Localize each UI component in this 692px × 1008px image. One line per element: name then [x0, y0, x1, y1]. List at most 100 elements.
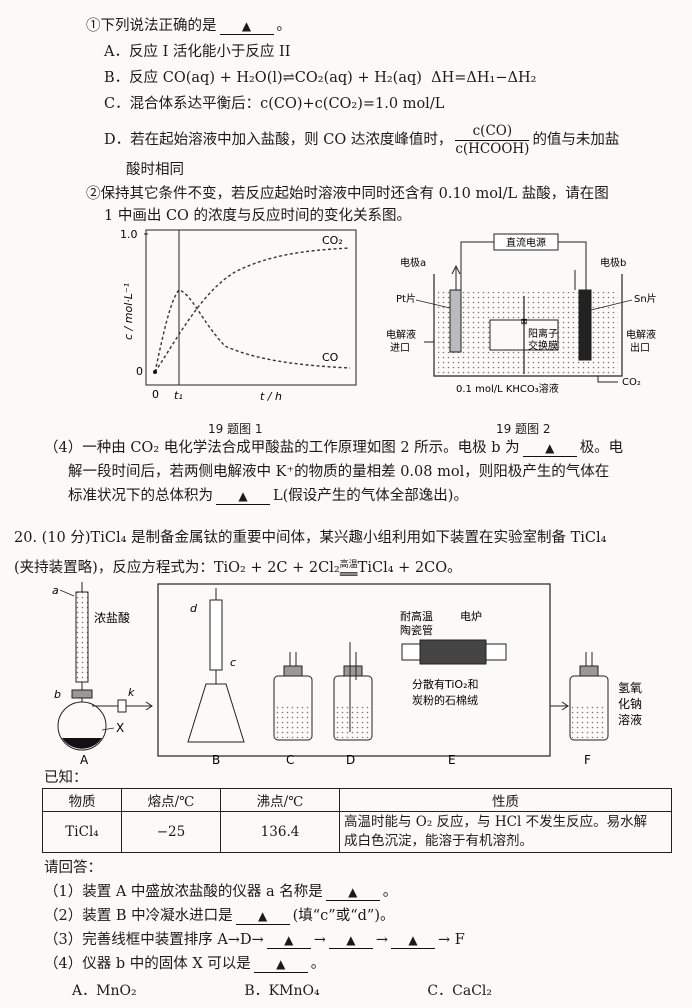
table-header-row: 物质 熔点/℃ 沸点/℃ 性质 [42, 788, 672, 812]
header-property: 性质 [339, 788, 672, 812]
tube-label-2: 陶瓷管 [400, 623, 433, 637]
label-A: A [80, 753, 89, 767]
option-d-cont: 酸时相同 [126, 162, 184, 178]
label-co2: CO₂ [322, 234, 343, 247]
dashed-frame [157, 583, 551, 757]
answer-blank[interactable]: ▲ [522, 440, 577, 457]
co2-inlet-pipe [597, 376, 618, 383]
co2-curve [154, 247, 351, 373]
part4-line3: 标准状况下的总体积为▲L(假设产生的气体全部逸出)。 [68, 488, 468, 505]
q20-line1: 20. (10 分)TiCl₄ 是制备金属钛的重要中间体，某兴趣小组利用如下装置… [14, 530, 607, 546]
figure-2-electrolysis-cell: 直流电源 ⊠ 电极a 电极b Pt片 Sn片 电解液 进口 电解液 出口 阳离子… [386, 233, 657, 395]
cell-melting: −25 [121, 811, 221, 853]
ytick-top: 1.0 [120, 228, 138, 241]
outlet-label-1: 电解液 [626, 328, 656, 341]
outlet-label-2: 出口 [630, 341, 650, 354]
table-row: TiCl₄ −25 136.4 高温时能与 O₂ 反应，与 HCl 不发生反应。… [42, 811, 672, 853]
label-B: B [212, 753, 220, 767]
naoh-label-1: 氢氧 [618, 680, 642, 695]
option-c: C．混合体系达平衡后：c(CO)+c(CO₂)=1.0 mol/L [104, 96, 445, 112]
answer-blank[interactable]: ▲ [253, 956, 308, 973]
sn-electrode [578, 289, 592, 361]
apparatus-diagram: a 浓盐酸 b k X A d c B C D 耐高温 陶瓷管 电炉 分散有Ti… [52, 582, 642, 767]
solution-label: 0.1 mol/L KHCO₃溶液 [456, 382, 559, 395]
header-substance: 物质 [42, 788, 122, 812]
electrode-b-label: 电极b [600, 256, 626, 269]
xtick-t1: t₁ [174, 389, 183, 402]
inlet-label-1: 电解液 [386, 328, 416, 341]
label-C: C [286, 753, 294, 767]
sub2-line1: ②保持其它条件不变，若反应起始时溶液中同时还含有 0.10 mol/L 盐酸，请… [86, 186, 609, 202]
wool-label-2: 炭粉的石棉绒 [412, 693, 478, 707]
label-d: d [190, 602, 198, 615]
option-a: A．反应 I 活化能小于反应 II [104, 44, 291, 60]
label-x: X [116, 721, 124, 735]
electrode-a-label: 电极a [400, 256, 426, 269]
figure-2-caption: 19 题图 2 [496, 422, 551, 436]
figure-1-graph: CO₂ CO 1.0 0 0 t₁ t / h c / mol·L⁻¹ [120, 228, 357, 403]
label-E: E [448, 753, 456, 767]
ytick-zero: 0 [136, 365, 143, 378]
co2-label: CO₂ [622, 377, 641, 388]
label-D: D [346, 753, 355, 767]
pt-label: Pt片 [396, 292, 416, 305]
x-axis-label: t / h [260, 390, 282, 403]
inlet-label-2: 进口 [390, 342, 410, 354]
part4-line2: 解一段时间后，若两侧电解液中 K⁺的物质的量相差 0.08 mol，则阳极产生的… [68, 464, 610, 480]
answer-blank[interactable]: ▲ [328, 932, 373, 949]
acid-label: 浓盐酸 [94, 610, 130, 625]
figure-1-caption: 19 题图 1 [208, 422, 263, 436]
answer-blank[interactable]: ▲ [219, 18, 274, 35]
wire-left [460, 241, 494, 290]
q20-part4: （4）仪器 b 中的固体 X 可以是▲。 [44, 956, 326, 973]
wool-label-1: 分散有TiO₂和 [412, 677, 479, 691]
label-F: F [584, 753, 591, 767]
part4-line1: （4）一种由 CO₂ 电化学法合成甲酸盐的工作原理如图 2 所示。电极 b 为▲… [44, 440, 624, 457]
label-k: k [128, 686, 135, 699]
known-label: 已知： [44, 770, 88, 786]
properties-table: 物质 熔点/℃ 沸点/℃ 性质 TiCl₄ −25 136.4 高温时能与 O₂… [42, 788, 672, 853]
choice-b[interactable]: B．KMnO₄ [244, 983, 320, 999]
choice-c[interactable]: C．CaCl₂ [427, 983, 492, 999]
origin-point [153, 370, 157, 374]
answer-blank[interactable]: ▲ [266, 932, 311, 949]
xtick-zero: 0 [152, 388, 159, 401]
q20-part2: （2）装置 B 中冷凝水进口是▲(填“c”或“d”)。 [44, 908, 395, 925]
answer-blank[interactable]: ▲ [235, 908, 290, 925]
furnace-label: 电炉 [460, 610, 482, 623]
label-co: CO [322, 351, 339, 364]
concentration-ratio: c(CO)c(HCOOH) [455, 122, 530, 157]
cell-boiling: 136.4 [220, 811, 340, 853]
header-boiling: 沸点/℃ [220, 788, 340, 812]
cell-property: 高温时能与 O₂ 反应，与 HCl 不发生反应。易水解成白色沉淀，能溶于有机溶剂… [339, 811, 672, 853]
membrane-label-2: 交换膜 [528, 339, 558, 352]
option-d: D．若在起始溶液中加入盐酸，则 CO 达浓度峰值时，c(CO)c(HCOOH)的… [104, 122, 620, 157]
pt-electrode [449, 289, 462, 353]
membrane-label-1: 阳离子 [528, 327, 558, 340]
sub2-line2: 1 中画出 CO 的浓度与反应时间的变化关系图。 [104, 208, 412, 224]
electric-furnace [419, 639, 487, 665]
q19-sub1-stem: ①下列说法正确的是▲。 [86, 18, 291, 35]
label-c: c [230, 656, 236, 669]
wire-right [558, 241, 587, 290]
y-axis-label: c / mol·L⁻¹ [122, 283, 135, 340]
answer-blank[interactable]: ▲ [216, 488, 270, 505]
cell-substance: TiCl₄ [42, 811, 122, 853]
q20-part1: （1）装置 A 中盛放浓盐酸的仪器 a 名称是▲。 [44, 884, 398, 901]
answer-blank[interactable]: ▲ [325, 884, 380, 901]
conical-flask [187, 683, 245, 743]
condenser [209, 599, 223, 671]
power-label: 直流电源 [506, 236, 546, 249]
answer-label: 请回答： [44, 860, 102, 876]
option-b: B．反应 CO(aq) + H₂O(l)⇌CO₂(aq) + H₂(aq) ΔH… [104, 70, 537, 86]
funnel-a [75, 591, 89, 683]
choice-list: A．MnO₂ B．KMnO₄ C．CaCl₂ [72, 980, 492, 1000]
svg-text:⊠: ⊠ [521, 317, 528, 326]
choice-a[interactable]: A．MnO₂ [72, 983, 137, 999]
answer-blank[interactable]: ▲ [391, 932, 436, 949]
tube-label-1: 耐高温 [400, 609, 433, 623]
vessel-outline [433, 274, 623, 377]
co-curve [154, 289, 351, 373]
plot-frame [145, 229, 357, 386]
